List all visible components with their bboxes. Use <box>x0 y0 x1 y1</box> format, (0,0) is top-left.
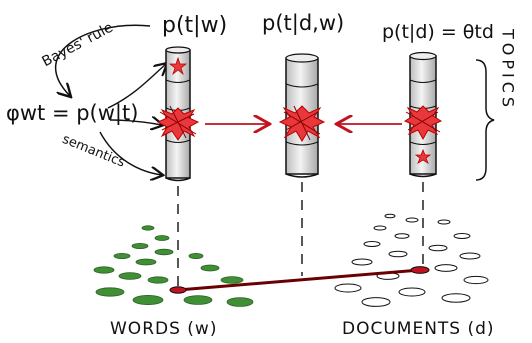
label-words: WORDS (w) <box>110 319 217 339</box>
label-p-t-given-dw: p(t|d,w) <box>262 11 344 36</box>
label-p-t-given-d: p(t|d) = θtd <box>382 21 494 43</box>
word-cloud <box>93 225 254 307</box>
bayes-rule-arrow <box>54 24 151 96</box>
selected-word <box>169 286 187 294</box>
document-cloud <box>334 213 489 307</box>
selected-document <box>410 266 430 274</box>
label-bayes-rule: Bayes' rule <box>40 20 116 71</box>
column-document-topics <box>403 51 443 178</box>
label-topics: TOPICS <box>499 28 518 111</box>
arrow-to-column-mid <box>109 120 162 125</box>
column-document-word-topics <box>278 53 326 178</box>
label-semantics: semantics <box>60 132 127 171</box>
label-documents: DOCUMENTS (d) <box>342 319 495 339</box>
arrow-to-column-top <box>107 64 166 109</box>
topic-spot-small-top <box>168 56 188 76</box>
topic-spot-doc-small <box>414 148 432 164</box>
word-document-link <box>177 268 421 292</box>
topics-brace <box>475 59 495 181</box>
label-p-t-given-w: p(t|w) <box>162 13 227 38</box>
label-phi-wt: φwt = p(w|t) <box>6 101 138 126</box>
column-word-topics <box>156 46 200 182</box>
arrow-to-column-low <box>99 131 162 175</box>
topic-spot-large <box>156 107 200 141</box>
